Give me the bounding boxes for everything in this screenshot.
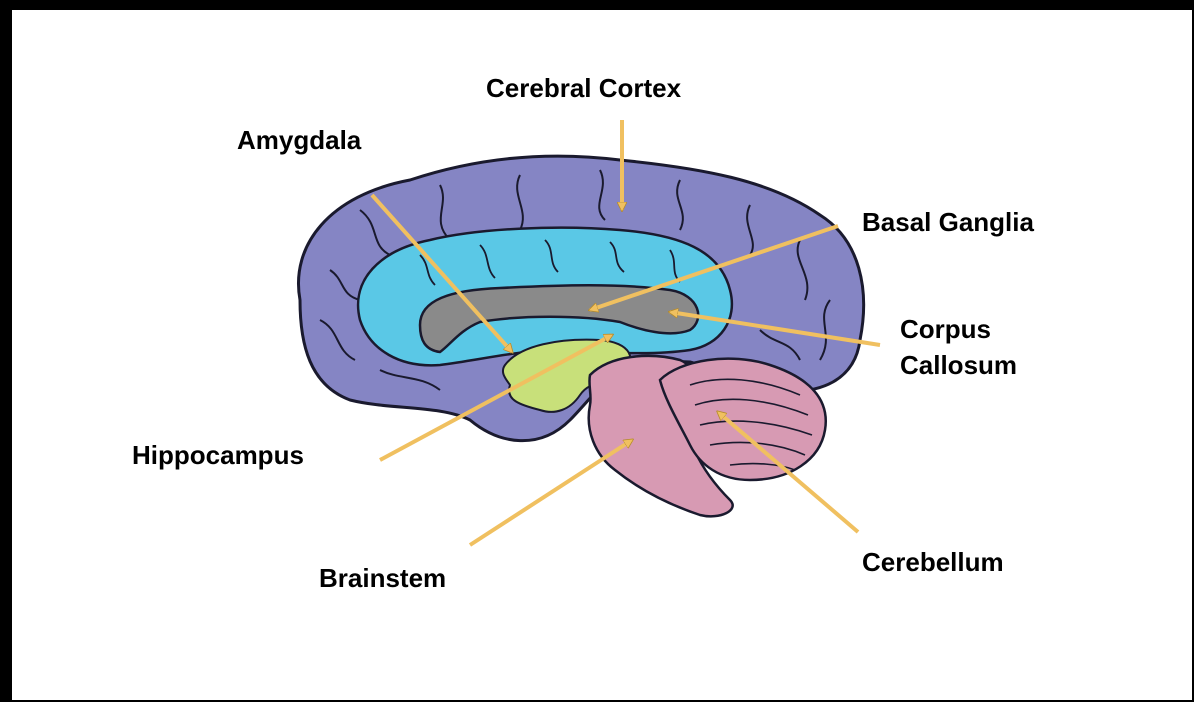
label-amygdala: Amygdala (237, 125, 361, 155)
arrow-brainstem (470, 440, 632, 545)
label-cerebellum: Cerebellum (862, 547, 1004, 577)
label-corpus-callosum-line1: Corpus (900, 314, 991, 344)
label-brainstem: Brainstem (319, 563, 446, 593)
label-cerebral-cortex: Cerebral Cortex (486, 73, 681, 103)
label-basal-ganglia: Basal Ganglia (862, 207, 1034, 237)
label-hippocampus: Hippocampus (132, 440, 304, 470)
label-corpus-callosum-line2: Callosum (900, 350, 1017, 380)
